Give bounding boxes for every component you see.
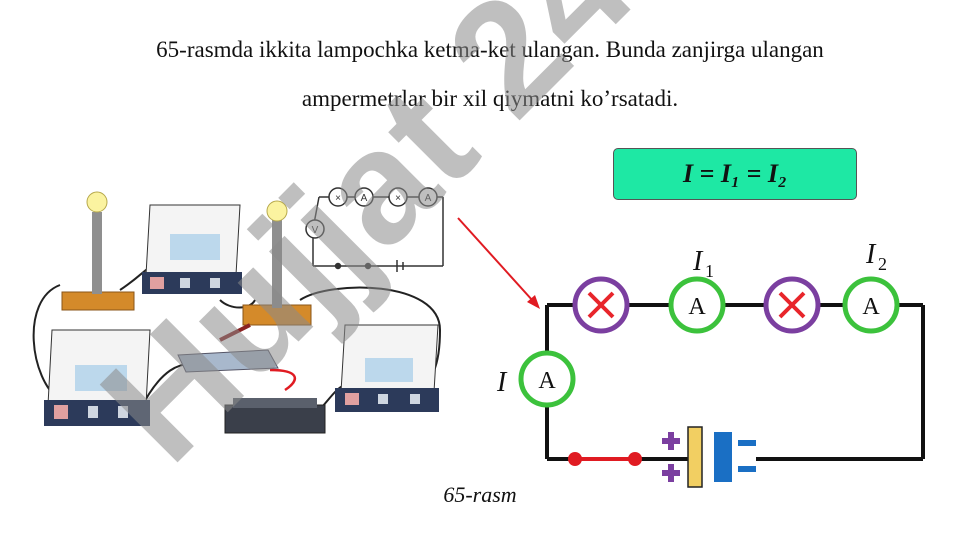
paragraph-line-1: 65-rasmda ikkita lampochka ketma-ket ula… <box>156 37 824 62</box>
mini-voltmeter-label: V <box>312 225 319 236</box>
mini-ammeter-label-1: A <box>361 193 368 204</box>
mini-ammeter-label-2: A <box>425 193 432 204</box>
ammeter-main-label: A <box>538 368 556 394</box>
current-sub-1: 1 <box>705 261 714 281</box>
current-label-I: I <box>496 367 508 398</box>
watermark-text: Hujjat 24 <box>67 0 665 494</box>
ammeter-main: A <box>518 350 576 408</box>
meter-device-1 <box>142 204 242 294</box>
figure-caption: 65-rasm <box>443 482 517 507</box>
ammeter-1-label: A <box>688 294 706 320</box>
battery-device <box>224 398 326 434</box>
lamp-stand-2 <box>242 200 312 326</box>
paragraph-line-2: ampermetrlar bir xil qiymatni ko’rsatadi… <box>301 86 679 111</box>
formula-box: I = I₁ = I₂ <box>613 148 857 200</box>
current-label-I1: I <box>692 246 704 277</box>
svg-text:×: × <box>395 193 401 204</box>
svg-text:×: × <box>335 193 341 204</box>
ammeter-2: A <box>842 276 900 334</box>
meter-device-3 <box>335 324 439 412</box>
current-sub-2: 2 <box>878 254 887 274</box>
ammeter-1: A <box>668 276 726 334</box>
switch-wire <box>568 452 642 466</box>
mini-schematic-labels: × A × A V <box>312 193 432 236</box>
lamp-1-icon <box>572 276 630 334</box>
pointer-arrow <box>457 217 540 309</box>
lamp-stand-1 <box>61 191 135 311</box>
switch-device <box>177 323 279 373</box>
lamp-2-icon <box>763 276 821 334</box>
ammeter-2-label: A <box>862 294 880 320</box>
current-label-I2: I <box>865 239 877 270</box>
meter-device-2 <box>44 329 151 426</box>
battery-symbol <box>662 426 756 488</box>
mini-schematic <box>305 187 444 272</box>
circuit-wires <box>545 303 925 461</box>
